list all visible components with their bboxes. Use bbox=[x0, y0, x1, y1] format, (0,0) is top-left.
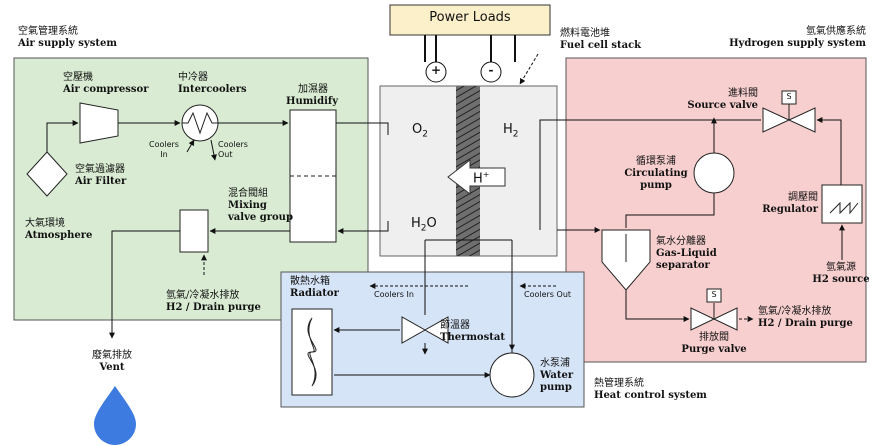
heat-coolers-out: Coolers Out bbox=[524, 290, 572, 299]
intercooler-zh: 中冷器 bbox=[178, 72, 208, 83]
air-compressor-icon bbox=[79, 102, 119, 144]
regulator-box bbox=[821, 184, 863, 224]
water-pump-en1: Water bbox=[540, 370, 574, 381]
separator-en1: Gas-Liquid bbox=[656, 248, 717, 259]
air-coolers-out: Coolers Out bbox=[218, 140, 248, 159]
air-title-en: Air supply system bbox=[18, 38, 117, 49]
vent-drop-icon bbox=[94, 386, 136, 445]
purge-valve-s: S bbox=[711, 290, 717, 299]
water-pump-en2: pump bbox=[540, 382, 572, 393]
intercooler-en: Intercoolers bbox=[178, 84, 247, 95]
air-purge-en: H2 / Drain purge bbox=[166, 302, 261, 313]
separator-en2: separator bbox=[656, 260, 710, 271]
power-loads-box bbox=[389, 4, 551, 36]
fan-icon bbox=[307, 317, 317, 387]
o2-label: O2 bbox=[412, 122, 428, 140]
air-title-zh: 空氣管理系統 bbox=[18, 26, 78, 37]
thermostat-icon bbox=[401, 316, 449, 344]
purge-valve-zh: 排放閥 bbox=[699, 332, 729, 343]
radiator-en: Radiator bbox=[290, 288, 339, 299]
fuel-cell-zh: 燃料電池堆 bbox=[560, 28, 610, 39]
hydrogen-supply-panel bbox=[565, 57, 867, 363]
source-valve-zh: 進料閥 bbox=[728, 88, 758, 99]
purge-valve-s-box bbox=[706, 288, 722, 303]
plus-sign: + bbox=[430, 63, 442, 77]
fuel-cell-en: Fuel cell stack bbox=[560, 40, 642, 51]
circulating-pump-en2: pump bbox=[640, 180, 672, 191]
heat-coolers-in: Coolers In bbox=[374, 290, 414, 299]
h2-purge-zh: 氫氣/冷凝水排放 bbox=[758, 306, 832, 317]
h2o-label: H2O bbox=[411, 216, 437, 234]
water-pump-zh: 水泵浦 bbox=[540, 358, 570, 369]
heat-title-zh: 熱管理系統 bbox=[594, 378, 644, 389]
source-valve-s: S bbox=[786, 92, 792, 101]
vent-en: Vent bbox=[99, 362, 125, 373]
compressor-en: Air compressor bbox=[63, 84, 149, 95]
air-filter-icon bbox=[26, 151, 68, 197]
proton-arrow-icon bbox=[447, 158, 506, 196]
compressor-zh: 空壓機 bbox=[63, 72, 93, 83]
power-loads-label: Power Loads bbox=[429, 10, 511, 25]
circulating-pump-en1: Circulating bbox=[624, 168, 688, 179]
hydrogen-title-en: Hydrogen supply system bbox=[729, 38, 866, 49]
humidify-en: Humidify bbox=[286, 96, 339, 107]
air-purge-zh: 氫氣/冷凝水排放 bbox=[166, 290, 240, 301]
regulator-zh: 調壓閥 bbox=[788, 192, 818, 203]
filter-zh: 空氣過濾器 bbox=[75, 164, 125, 175]
h2-purge-en: H2 / Drain purge bbox=[758, 318, 853, 329]
source-valve-en: Source valve bbox=[687, 100, 758, 111]
thermostat-en: Thermostat bbox=[440, 332, 505, 343]
filter-en: Air Filter bbox=[75, 176, 127, 187]
radiator-zh: 散熱水箱 bbox=[290, 276, 330, 287]
atmosphere-zh: 大氣環境 bbox=[25, 218, 65, 229]
atmosphere-en: Atmosphere bbox=[25, 230, 93, 241]
vent-zh: 廢氣排放 bbox=[92, 350, 132, 361]
purge-valve-en: Purge valve bbox=[681, 344, 747, 355]
air-coolers-in: Coolers In bbox=[149, 140, 179, 159]
circulating-pump-zh: 循環泵浦 bbox=[636, 156, 676, 167]
h2-label: H2 bbox=[503, 122, 519, 140]
mixing-valve-box bbox=[179, 209, 209, 253]
separator-zh: 氣水分離器 bbox=[656, 236, 706, 247]
thermostat-zh: 節溫器 bbox=[440, 320, 470, 331]
regulator-en: Regulator bbox=[762, 204, 818, 215]
h2-source-zh: 氫氣源 bbox=[826, 262, 856, 273]
mixing-en2: valve group bbox=[228, 212, 293, 223]
water-pump-icon bbox=[489, 352, 535, 398]
h2-source-en: H2 source bbox=[812, 274, 870, 285]
mixing-en1: Mixing bbox=[228, 200, 267, 211]
hydrogen-title-zh: 氫氣供應系統 bbox=[806, 26, 866, 37]
circulating-pump-icon bbox=[693, 152, 735, 194]
heat-title-en: Heat control system bbox=[594, 390, 707, 401]
minus-sign: - bbox=[488, 63, 494, 77]
mixing-zh: 混合閥組 bbox=[228, 188, 268, 199]
source-valve-s-box bbox=[781, 90, 797, 105]
hplus-label: H+ bbox=[473, 170, 490, 187]
humidify-zh: 加濕器 bbox=[298, 84, 328, 95]
